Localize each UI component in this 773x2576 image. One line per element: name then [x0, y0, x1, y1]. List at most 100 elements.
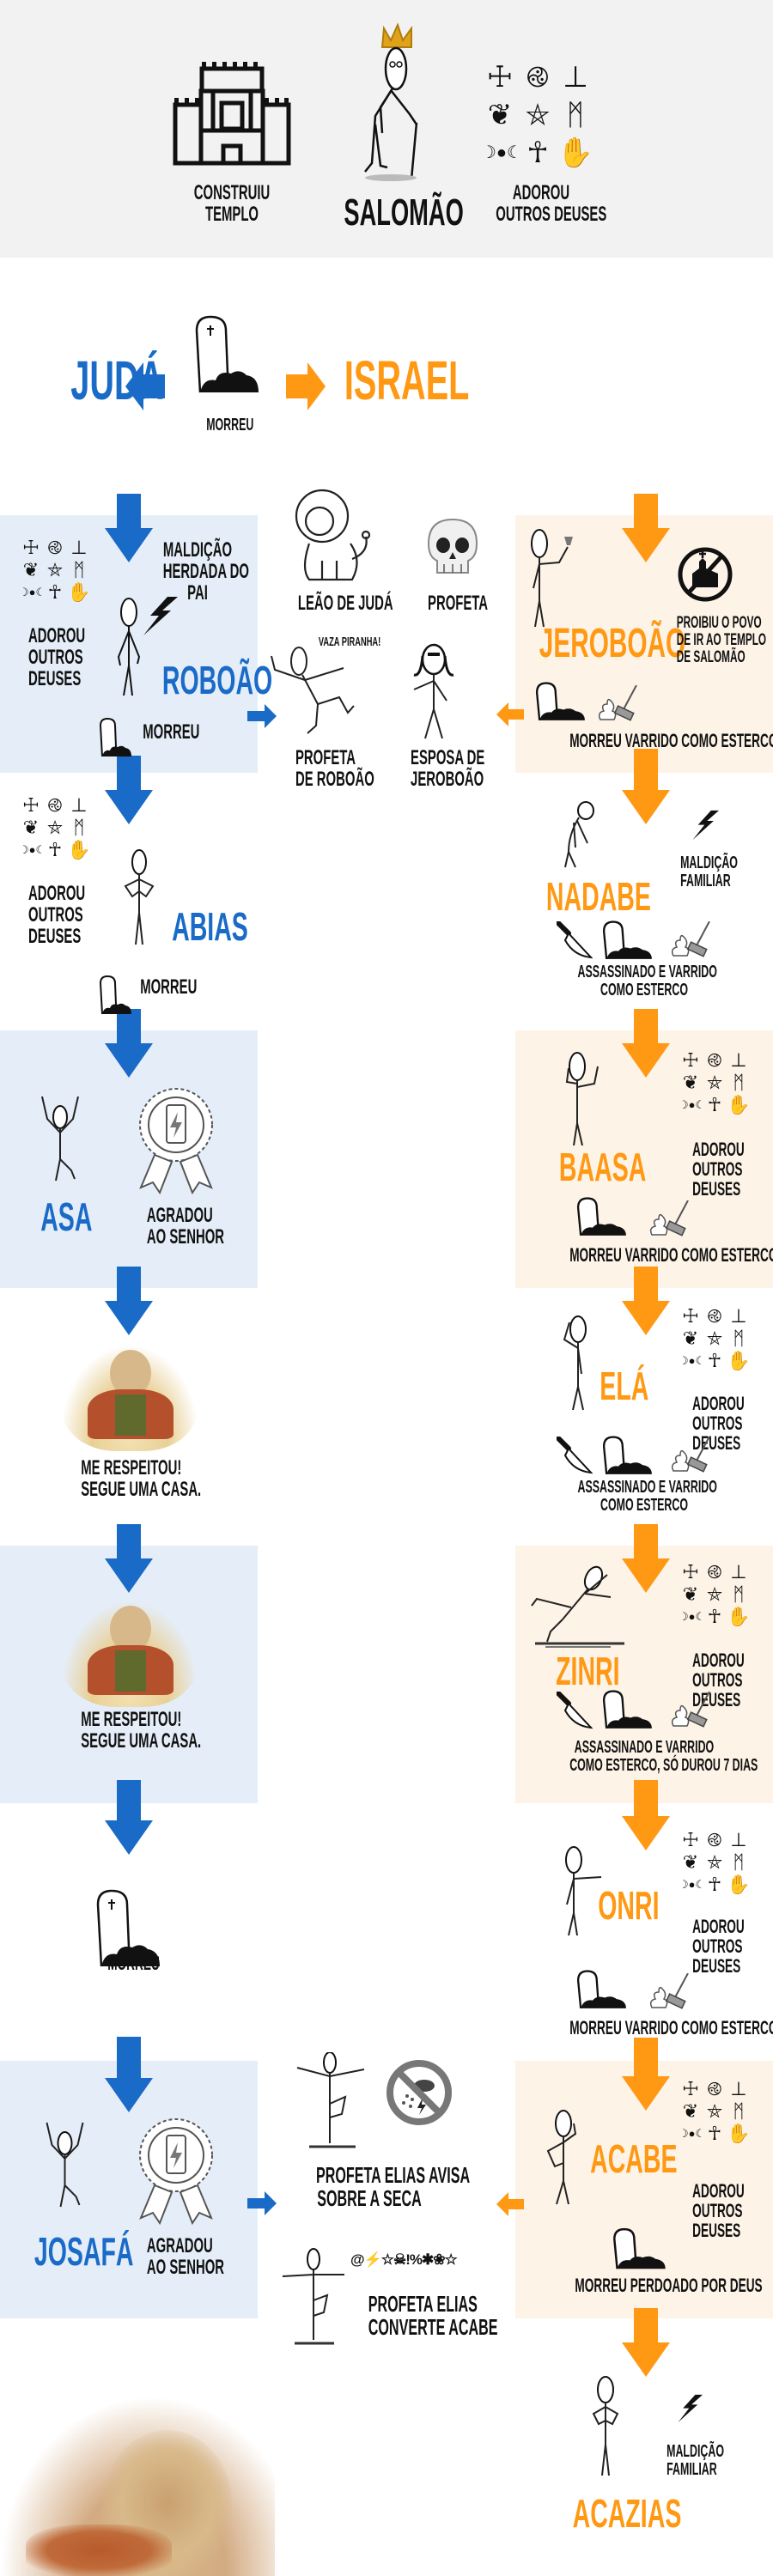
symbol-icon: ☩: [682, 2078, 699, 2099]
symbol-icon: ❦: [487, 99, 513, 131]
other-gods-symbols-icon: ☩࿋⊥ ❦⛤ᛗ ☽●☾☥✋: [19, 537, 91, 604]
juda-death-label: Morreu: [94, 1953, 163, 1973]
jeroboao-ban-label: Proibiu o povo de ir ao templo de Salomã…: [657, 614, 767, 666]
symbol-icon: ☥: [526, 137, 549, 169]
kingdom-israel-title: Israel: [326, 351, 470, 410]
onri-gods-label: Adorou outros deuses: [679, 1917, 752, 1976]
nadabe-figure-icon: [564, 801, 594, 868]
josafa-happy-figure-icon: [46, 2122, 84, 2208]
symbol-icon: ⛤: [47, 559, 63, 580]
label-line: ao Senhor: [146, 2256, 225, 2280]
symbol-icon: ❦: [682, 1851, 699, 1873]
zinri-name: Zinri: [541, 1649, 620, 1693]
baasa-death-label: Morreu varrido como esterco: [524, 1245, 773, 1265]
label-line: deuses: [692, 1955, 741, 1978]
gods-label-line2: outros deuses: [496, 203, 607, 227]
symbol-icon: ✋: [727, 1606, 751, 1627]
symbol-icon: ☽●☾: [481, 143, 522, 162]
king-name: Baasa: [558, 1145, 647, 1189]
symbol-icon: ✋: [727, 2123, 751, 2144]
other-gods-symbols-icon: ☩࿋⊥ ❦⛤ᛗ ☽●☾☥✋: [679, 1561, 751, 1628]
arrow-left-icon: [496, 2192, 524, 2216]
symbol-icon: ☩: [486, 61, 514, 94]
label-line: Segue uma casa.: [81, 1478, 202, 1502]
abias-figure-icon: [124, 849, 155, 945]
split-death-label: Morreu: [193, 416, 262, 434]
symbol-icon: ☩: [22, 537, 40, 558]
label-line: de Roboão: [295, 768, 374, 792]
josafa-name: Josafá: [15, 2231, 134, 2273]
tombstone-icon: [535, 682, 585, 721]
jeroboao-death-label: Morreu varrido como esterco: [524, 731, 773, 750]
asa-badge-label: Agradou ao Senhor: [129, 1204, 224, 1249]
acabe-death-label: Morreu perdoado por Deus: [533, 2275, 762, 2295]
god-meme-blurred-image: [0, 2396, 275, 2576]
arrow-down-icon: [622, 1524, 670, 1593]
nadabe-curse-label: Maldição familiar: [666, 854, 743, 890]
king-name: Onri: [598, 1883, 660, 1928]
morreu-label: Morreu: [143, 720, 200, 744]
knife-icon: [557, 1437, 593, 1474]
label-line: Assassinado e varrido: [577, 963, 717, 981]
morreu-label: Morreu: [206, 416, 254, 434]
symbol-icon: ࿋: [707, 1561, 722, 1583]
god-tunic: [115, 1394, 146, 1436]
symbol-icon: ☥: [707, 1874, 722, 1895]
arrow-down-icon: [622, 1009, 670, 1078]
jeroboao-figure-icon: [531, 529, 573, 628]
label-line: outros: [692, 2200, 743, 2222]
arrow-right-israel-icon: [286, 362, 326, 410]
label-line: Maldição: [680, 854, 738, 872]
god1-caption: Me respeitou! Segue uma casa.: [52, 1457, 206, 1502]
elias-convert-label: Profeta Elias converte Acabe: [348, 2292, 498, 2340]
label-line: Maldição: [162, 538, 233, 562]
label-line: Adorou: [692, 1393, 745, 1414]
symbol-icon: ✋: [67, 581, 91, 603]
other-gods-symbols-icon: ☩ ࿋ ⊥ ❦ ⛤ ᛗ ☽●☾ ☥ ✋: [481, 58, 594, 172]
symbol-icon: ࿋: [47, 537, 63, 558]
symbol-icon: ❦: [682, 2100, 699, 2122]
symbol-icon: ☽●☾: [19, 843, 46, 856]
symbol-icon: ⛤: [707, 1327, 722, 1349]
jeroboao-wife-figure-icon: [413, 643, 454, 739]
label-line: outros: [692, 1669, 743, 1692]
king-name: Elá: [600, 1364, 649, 1408]
running-prophet-figure-icon: [271, 647, 355, 734]
knife-icon: [557, 921, 593, 959]
symbol-icon: ⛤: [707, 1851, 722, 1873]
baasa-gods-label: Adorou outros deuses: [679, 1139, 752, 1199]
label-line: Adorou: [692, 1916, 745, 1937]
onri-pointing-figure-icon: [565, 1846, 602, 1936]
king-name: Zinri: [556, 1649, 620, 1693]
arrow-down-icon: [105, 1786, 153, 1855]
poop-and-broom-icon: [649, 1200, 689, 1236]
baasa-figure-icon: [565, 1052, 599, 1146]
poop-and-broom-icon: [598, 685, 637, 721]
label-line: Adorou: [28, 882, 86, 905]
elias-drought-label: Profeta Elias avisa sobre a seca: [283, 2162, 471, 2211]
god-tunic: [115, 1650, 146, 1692]
symbol-icon: ᛗ: [566, 99, 585, 131]
symbol-icon: ࿋: [707, 1049, 722, 1071]
approval-badge-icon: [139, 1088, 213, 1195]
label-line: de ir ao templo: [676, 630, 767, 649]
symbol-icon: ࿋: [526, 61, 550, 94]
speech-text: Vaza piranha!: [318, 635, 381, 649]
symbol-icon: ⊥: [730, 2078, 747, 2099]
label-line: Proibiu o povo: [676, 614, 762, 632]
symbol-icon: ❦: [682, 1072, 699, 1093]
nadabe-name: Nadabe: [528, 876, 651, 918]
label-line: deuses: [28, 667, 82, 691]
ela-gods-label: Adorou outros deuses: [679, 1394, 752, 1453]
nadabe-death-label: Assassinado e varrido como esterco: [537, 963, 752, 999]
label-line: Agradou: [146, 1204, 213, 1227]
no-rain-drought-icon: [386, 2060, 452, 2125]
symbol-icon: ✋: [557, 137, 594, 169]
label-line: pai: [187, 581, 208, 605]
arrow-down-icon: [105, 1009, 153, 1078]
label-line: Profeta Elias avisa: [316, 2162, 471, 2188]
tombstone-icon: [99, 717, 131, 757]
label-line: Adorou: [28, 624, 86, 647]
label-line: Morreu varrido como esterco: [569, 2017, 773, 2038]
symbol-icon: ⊥: [563, 61, 588, 94]
